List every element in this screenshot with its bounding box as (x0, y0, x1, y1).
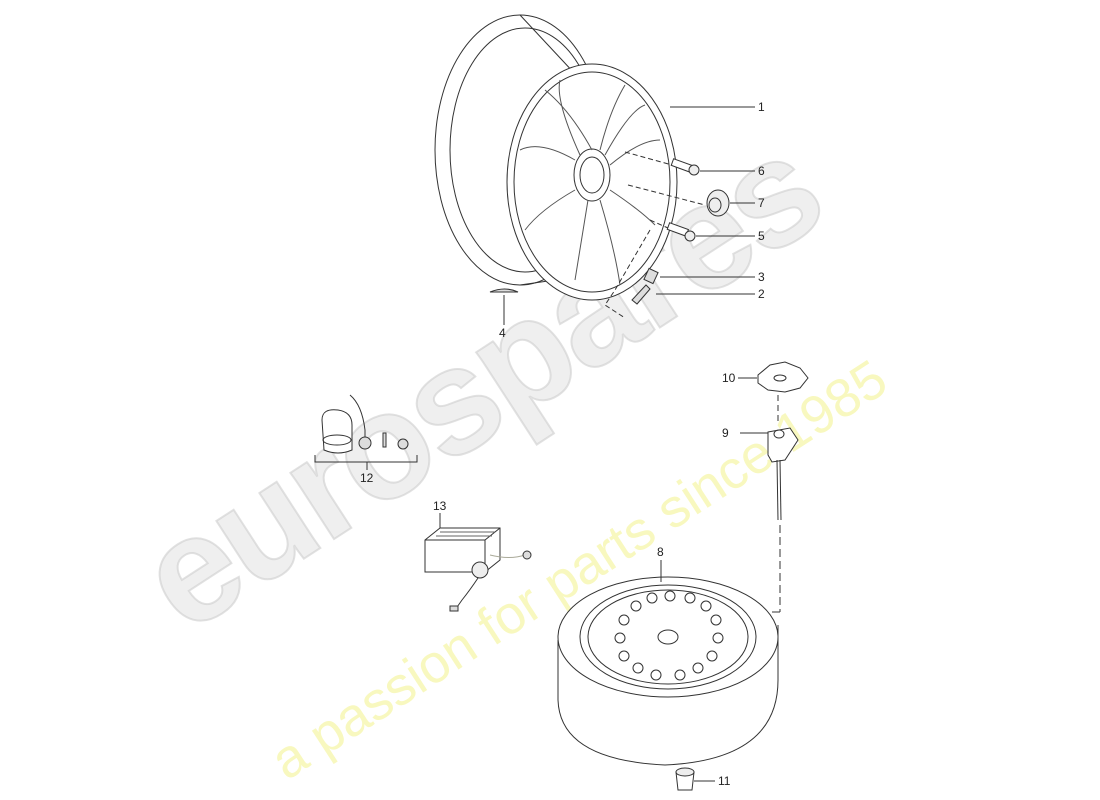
locking-bolt-icon (666, 222, 696, 242)
callout-6[interactable]: 6 (758, 164, 765, 178)
sealant-kit-icon (321, 394, 409, 454)
balance-weight-icon (489, 288, 519, 293)
callout-5[interactable]: 5 (758, 229, 765, 243)
valve-cap-icon (643, 267, 659, 285)
callout-2[interactable]: 2 (758, 287, 765, 301)
alloy-wheel-icon (434, 14, 678, 301)
callout-11[interactable]: 11 (718, 774, 731, 788)
callout-13[interactable]: 13 (433, 499, 447, 513)
valve-icon (631, 284, 651, 305)
spare-wheel-icon (557, 576, 779, 766)
callout-7[interactable]: 7 (758, 196, 765, 210)
center-cap-icon (706, 189, 730, 217)
rubber-buffer-icon (675, 767, 695, 791)
callout-8[interactable]: 8 (657, 545, 664, 559)
callout-9[interactable]: 9 (722, 426, 729, 440)
callout-4[interactable]: 4 (499, 326, 506, 340)
callout-12[interactable]: 12 (360, 471, 374, 485)
compressor-icon (424, 527, 532, 612)
callout-1[interactable]: 1 (758, 100, 765, 114)
callout-10[interactable]: 10 (722, 371, 736, 385)
wheel-bolt-icon (670, 158, 700, 176)
spare-holder-icon (767, 427, 799, 521)
wing-nut-icon (757, 361, 809, 393)
callout-3[interactable]: 3 (758, 270, 765, 284)
